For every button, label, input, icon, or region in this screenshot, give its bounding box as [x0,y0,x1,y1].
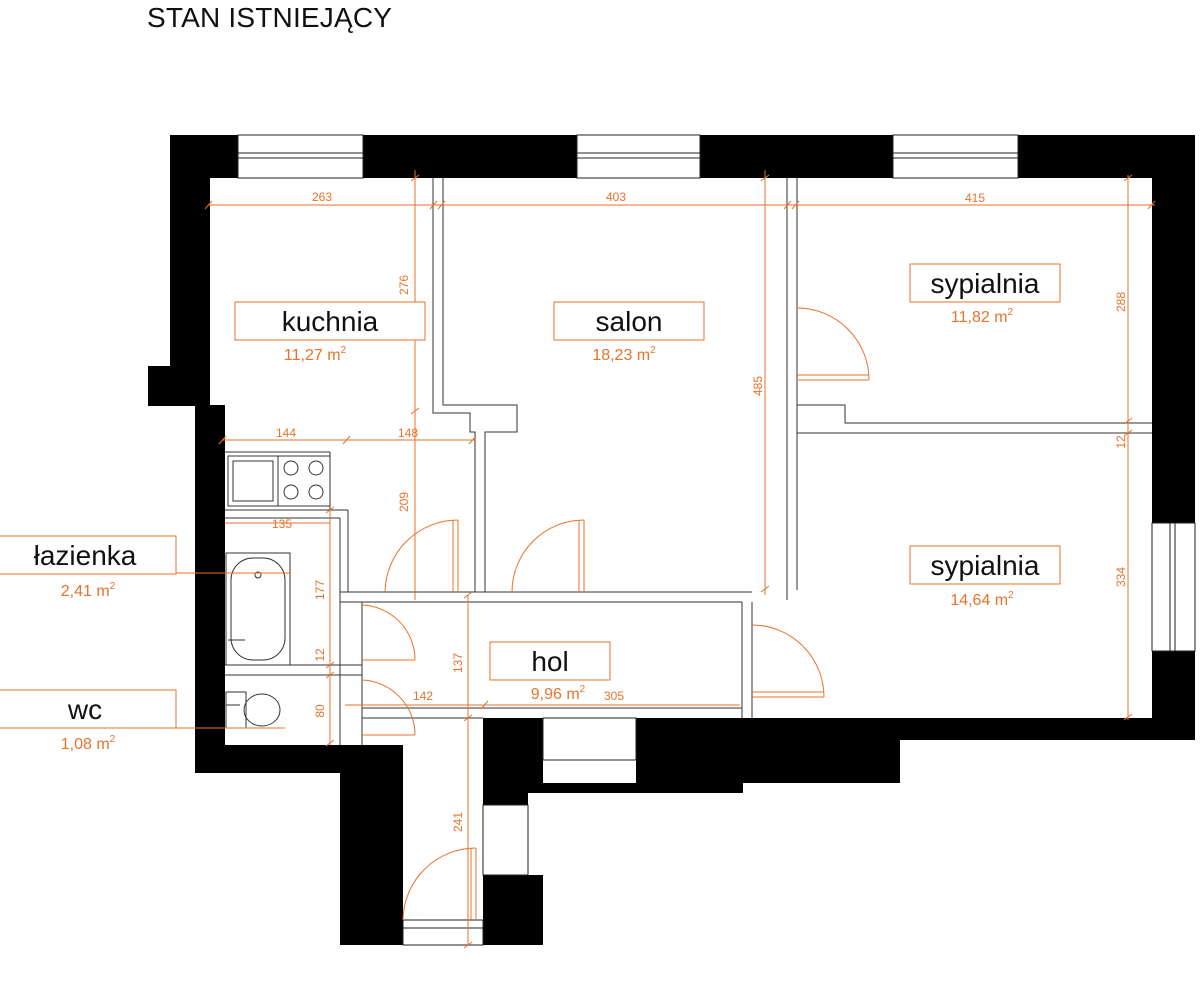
windows [237,134,1196,946]
room-labels: kuchnia 11,27 m2 salon 18,23 m2 sypialni… [34,268,1040,753]
dim-kuchnia-depth: 276 [397,275,411,295]
dim-kitchen-a: 144 [276,426,296,440]
dim-bath-depth: 177 [313,580,327,600]
room-label-boxes [0,263,1061,729]
dim-top-kuchnia: 263 [312,190,332,204]
dim-bath-width: 135 [272,517,292,531]
dim-hol-a: 142 [413,689,433,703]
partitions [225,178,1152,745]
dim-sypialnia2-depth: 334 [1114,567,1128,587]
room-name-sypialnia-2: sypialnia [931,550,1040,581]
room-area-salon: 18,23 m2 [592,345,656,364]
dim-entry-depth: 241 [451,812,465,832]
dim-hol-depth: 137 [451,653,465,673]
dim-kitchen-vert: 209 [397,492,411,512]
doors [361,307,870,921]
dimension-lines [0,170,1156,949]
room-name-salon: salon [596,306,663,337]
dim-top-salon: 403 [606,190,626,204]
room-area-hol: 9,96 m2 [531,684,586,703]
room-name-kuchnia: kuchnia [282,306,379,337]
room-area-lazienka: 2,41 m2 [61,581,116,600]
dim-sypialnia1-depth: 288 [1114,292,1128,312]
room-area-kuchnia: 11,27 m2 [284,345,347,364]
room-name-wc: wc [67,694,102,725]
stove-icon [227,455,331,507]
room-name-hol: hol [531,646,568,677]
dim-partition: 12 [1114,435,1128,449]
room-area-wc: 1,08 m2 [61,734,116,753]
room-name-sypialnia-1: sypialnia [931,268,1040,299]
dim-kitchen-b: 148 [398,426,418,440]
page-title: STAN ISTNIEJĄCY [147,2,393,33]
dim-hol-b: 305 [604,689,624,703]
dim-top-sypialnia: 415 [965,191,985,205]
bathtub-icon [225,552,291,666]
dimension-labels: 263 403 415 276 485 288 12 334 144 148 2… [272,190,1128,832]
walls [148,135,1195,945]
toilet-icon [225,691,281,729]
room-area-sypialnia-2: 14,64 m2 [950,590,1014,609]
dim-wc-depth: 80 [313,704,327,718]
dim-salon-depth: 485 [751,376,765,396]
room-name-lazienka: łazienka [34,540,137,571]
dim-bath-wall: 12 [313,648,327,662]
room-area-sypialnia-1: 11,82 m2 [951,307,1014,326]
